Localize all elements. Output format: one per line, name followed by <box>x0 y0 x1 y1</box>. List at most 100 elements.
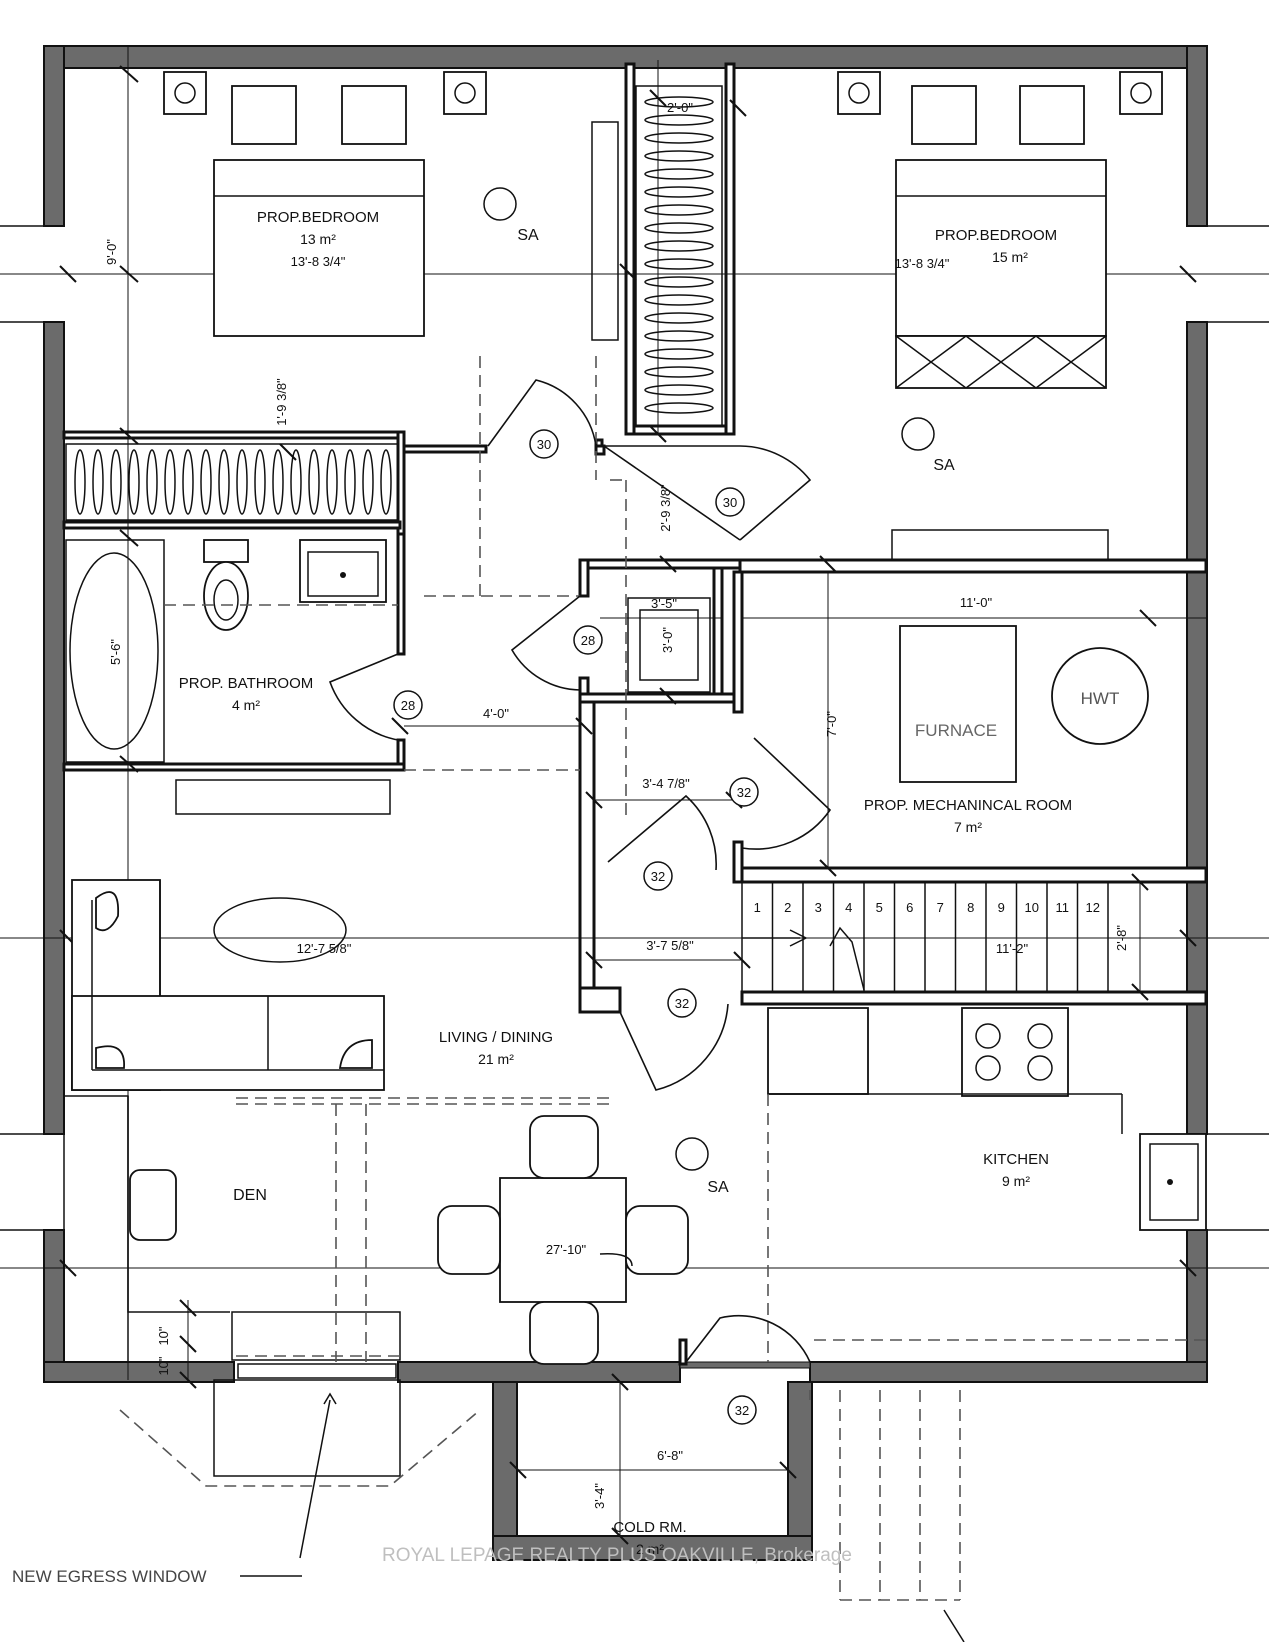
room-labels: PROP.BEDROOM 13 m² 13'-8 3/4" PROP.BEDRO… <box>179 209 1120 1557</box>
exterior-walls <box>0 45 1269 1561</box>
stair-number: 5 <box>876 900 883 915</box>
watermark: ROYAL LEPAGE REALTY PLUS OAKVILLE, Broke… <box>382 1545 852 1566</box>
dim-hall-closet: 2'-9 3/8" <box>658 484 673 532</box>
living-area: 21 m² <box>478 1051 514 1067</box>
hanger-loop <box>362 449 374 515</box>
stair-number: 7 <box>937 900 944 915</box>
egress-window-label: NEW EGRESS WINDOW <box>12 1567 207 1586</box>
den-name: DEN <box>233 1187 267 1204</box>
hanger-loop <box>164 449 176 515</box>
kitchen-fixtures <box>767 1007 1207 1362</box>
hanger-loop <box>644 96 714 108</box>
kitchen-name: KITCHEN <box>983 1151 1049 1168</box>
mechanical-fixtures <box>627 597 1149 783</box>
hall-dashed <box>404 356 627 820</box>
smoke-alarm-icon <box>901 417 935 451</box>
dim-overall: 27'-10" <box>546 1242 587 1257</box>
hanger-loop <box>110 449 122 515</box>
bedroom-right-furniture <box>837 71 1163 561</box>
stair-number: 4 <box>845 900 852 915</box>
hwt-label: HWT <box>1081 689 1120 708</box>
dim-living-width: 12'-7 5/8" <box>297 941 352 956</box>
hanger-loop <box>326 449 338 515</box>
door-tag: 30 <box>723 495 737 510</box>
furnace <box>899 625 1017 783</box>
cold-room-area: 2 m² <box>636 1541 664 1557</box>
dim-den-1: 10" <box>156 1326 171 1345</box>
dim-closet-width: 2'-0" <box>667 100 693 115</box>
hanger-loop <box>128 449 140 515</box>
door-tag: 30 <box>537 437 551 452</box>
den-furniture <box>63 1095 616 1363</box>
egress-window <box>119 1363 965 1642</box>
dimension-labels: 9'-0" 2'-0" 1'-9 3/8" 2'-9 3/8" 5'-6" 4'… <box>104 100 1129 1509</box>
dim-small-closet-w: 3'-5" <box>651 596 677 611</box>
stair-number: 11 <box>1056 900 1070 915</box>
dim-cold-h: 3'-4" <box>592 1483 607 1509</box>
hanger-loop <box>344 449 356 515</box>
stair-number: 6 <box>906 900 913 915</box>
living-furniture <box>71 879 385 1091</box>
hanger-loop <box>308 449 320 515</box>
mechanical-name: PROP. MECHANINCAL ROOM <box>864 797 1072 814</box>
stair-number: 10 <box>1025 900 1039 915</box>
hanger-loop <box>74 449 86 515</box>
bathroom-fixtures <box>65 539 398 815</box>
dim-entry-w1: 3'-4 7/8" <box>642 776 690 791</box>
hanger-loop <box>218 449 230 515</box>
stair-number: 3 <box>815 900 822 915</box>
stair-number: 9 <box>998 900 1005 915</box>
hanger-loop <box>644 402 714 414</box>
sa-label: SA <box>517 227 539 244</box>
stair-number: 8 <box>967 900 974 915</box>
bathroom-area: 4 m² <box>232 697 260 713</box>
hanger-loop <box>254 449 266 515</box>
hanger-loop <box>644 276 714 288</box>
bedroom-left-furniture <box>163 71 487 337</box>
door-tag: 28 <box>581 633 595 648</box>
dim-mech-height: 7'-0" <box>824 711 839 737</box>
bedroom-left-dim: 13'-8 3/4" <box>291 254 346 269</box>
hanger-loop <box>644 294 714 306</box>
hanger-loop <box>200 449 212 515</box>
hanger-loop <box>644 114 714 126</box>
hanger-loop <box>644 384 714 396</box>
doors <box>328 379 832 1363</box>
hanger-loop <box>644 204 714 216</box>
smoke-alarm-icon <box>675 1137 709 1171</box>
furnace-label: FURNACE <box>915 721 997 740</box>
dim-tub: 5'-6" <box>108 639 123 665</box>
hanger-loop <box>644 132 714 144</box>
dim-cold-w: 6'-8" <box>657 1448 683 1463</box>
stair-number: 1 <box>754 900 761 915</box>
bedroom-left-area: 13 m² <box>300 231 336 247</box>
dining-furniture <box>437 1115 689 1365</box>
dim-hall-width: 4'-0" <box>483 706 509 721</box>
hanger-loop <box>644 348 714 360</box>
hanger-loop <box>92 449 104 515</box>
living-name: LIVING / DINING <box>439 1029 553 1046</box>
door-tag: 32 <box>675 996 689 1011</box>
dim-stair-length: 11'-2" <box>996 941 1029 956</box>
bathroom-name: PROP. BATHROOM <box>179 675 313 692</box>
bedroom-left-name: PROP.BEDROOM <box>257 209 379 226</box>
mechanical-area: 7 m² <box>954 819 982 835</box>
dim-small-closet-h: 3'-0" <box>660 627 675 653</box>
hanger-loop <box>272 449 284 515</box>
smoke-alarm-icon <box>483 187 517 221</box>
stairs <box>741 882 1109 992</box>
hanger-loop <box>182 449 194 515</box>
bedroom-right-dim: 13'-8 3/4" <box>895 256 950 271</box>
hanger-loop <box>290 449 302 515</box>
dim-stair-width: 2'-8" <box>1114 925 1129 951</box>
hanger-loop <box>644 366 714 378</box>
door-tag: 32 <box>737 785 751 800</box>
dim-mech-width: 11'-0" <box>960 595 993 610</box>
hwt-tank <box>1051 647 1149 745</box>
kitchen-area: 9 m² <box>1002 1173 1030 1189</box>
sa-label: SA <box>933 457 955 474</box>
hanger-loop <box>644 186 714 198</box>
hanger-loop <box>644 150 714 162</box>
